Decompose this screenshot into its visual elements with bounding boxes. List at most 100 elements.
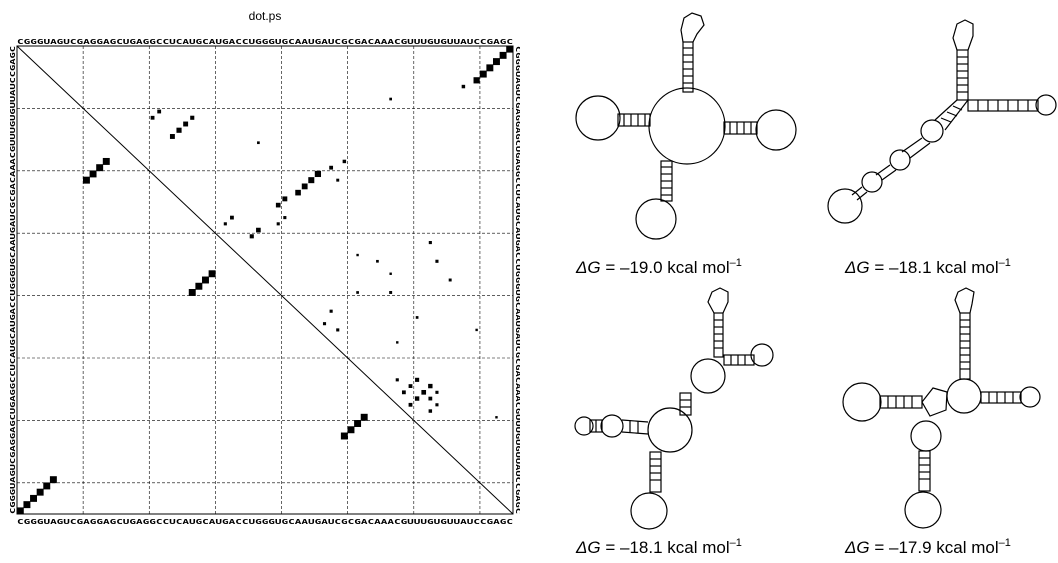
probability-dot (475, 328, 478, 332)
energy-label-1: ΔG = –19.0 kcal mol–1 (575, 257, 742, 277)
stem-bottom (918, 450, 931, 492)
probability-dot (282, 196, 288, 202)
probability-dot (396, 341, 399, 344)
probability-dot (329, 165, 334, 170)
mfe-dot (49, 476, 57, 484)
probability-dot (336, 328, 340, 332)
hairpin-right (750, 343, 774, 367)
stem-left (879, 395, 923, 409)
probability-dot (473, 77, 480, 84)
multiloop (647, 407, 693, 453)
probability-dot (428, 383, 433, 389)
probability-dot (283, 216, 287, 220)
probability-dot (308, 177, 315, 184)
mfe-dot (208, 270, 216, 278)
probability-dot (150, 115, 155, 120)
probability-dot (376, 259, 379, 263)
probability-dot (414, 396, 420, 401)
probability-dot (428, 241, 432, 245)
probability-dot (389, 291, 393, 294)
interior-loop (920, 119, 944, 143)
hairpin-left (827, 188, 863, 224)
mfe-dot (82, 176, 90, 184)
mfe-dot (102, 157, 110, 165)
probability-dot (408, 384, 413, 388)
multiloop (921, 387, 948, 417)
stem-top (682, 41, 694, 93)
stem-diagonal (901, 137, 931, 159)
probability-dot (342, 159, 347, 164)
probability-dot (495, 416, 498, 419)
probability-dot (408, 402, 413, 407)
hairpin-bottom (635, 198, 677, 240)
mfe-dot (36, 488, 44, 496)
probability-dot (183, 121, 189, 127)
interior-loop (946, 378, 982, 414)
mfe-dot (360, 413, 368, 421)
structure-1 (575, 12, 797, 240)
energy-label-3: ΔG = –18.1 kcal mol–1 (575, 537, 742, 557)
probability-dots-upper (150, 45, 514, 419)
probability-dot (301, 183, 308, 190)
probability-dot (157, 109, 162, 114)
probability-dot (314, 170, 322, 178)
probability-dot (257, 141, 260, 145)
structure-4 (842, 287, 1041, 529)
mfe-dot (202, 276, 209, 284)
dot-plot-title: dot.ps (249, 9, 282, 23)
probability-dot (499, 51, 507, 59)
stem-branch (934, 99, 969, 131)
probability-dot (249, 234, 254, 239)
sequence-bottom: CGGGUAGUCGAGGAGCUGAGGCCUCAUGCAUGACCUGGGU… (17, 517, 513, 526)
probability-dot (295, 189, 301, 196)
hairpin-top (680, 12, 705, 43)
sequence-right: CGGGUAGUCGAGGAGCUGAGGCCUCAUGCAUGACCUGGGU… (514, 46, 520, 514)
stem-top (956, 49, 969, 101)
probability-dot (479, 70, 487, 78)
stem-right (967, 99, 1039, 112)
stem-right (980, 391, 1022, 404)
probability-dot (190, 115, 195, 120)
probability-dot (176, 127, 182, 133)
hairpin-right (1019, 386, 1041, 408)
dot-plot-frame (16, 45, 514, 515)
probability-dot (389, 272, 392, 275)
probability-dot (428, 396, 433, 401)
probability-dot (275, 202, 281, 208)
dot-plot: dot.ps CGGGUAGUCGAGGAGCUGAGGCCUCAUGCAUGA… (8, 9, 520, 526)
mfe-dot (354, 420, 362, 427)
hairpin-top (954, 287, 975, 314)
probability-dot (336, 178, 340, 182)
multiloop (648, 87, 726, 165)
hairpin-top (707, 287, 729, 314)
stem-left (617, 113, 651, 127)
probability-dot (329, 309, 333, 313)
hairpin-left (574, 416, 594, 436)
interior-loop (861, 171, 883, 193)
probability-dot (401, 390, 406, 395)
sequence-left: CGGGUAGUCGAGGAGCUGAGGCCUCAUGCAUGACCUGGGU… (8, 46, 17, 514)
probability-dot (448, 278, 452, 282)
probability-dot (415, 316, 419, 319)
probability-dot (276, 222, 280, 226)
hairpin-bottom (904, 491, 942, 529)
stem-bottom (649, 451, 662, 493)
stem-top (713, 312, 724, 358)
probability-dot (461, 84, 466, 89)
hairpin-bottom (630, 492, 668, 530)
probability-dot (492, 58, 500, 66)
stem-right (723, 121, 758, 135)
interior-loop (889, 149, 911, 171)
probability-dot (506, 45, 514, 53)
probability-dot (415, 377, 420, 382)
hairpin-top (952, 19, 974, 51)
mfe-dot (347, 426, 355, 434)
probability-dot (322, 322, 327, 326)
energy-label-4: ΔG = –17.9 kcal mol–1 (844, 537, 1011, 557)
stem-left (621, 419, 649, 435)
hairpin-right (1035, 94, 1057, 116)
probability-dot (486, 64, 494, 72)
structure-3 (574, 287, 774, 530)
probability-dot (256, 227, 261, 233)
mfe-dot (43, 482, 51, 490)
